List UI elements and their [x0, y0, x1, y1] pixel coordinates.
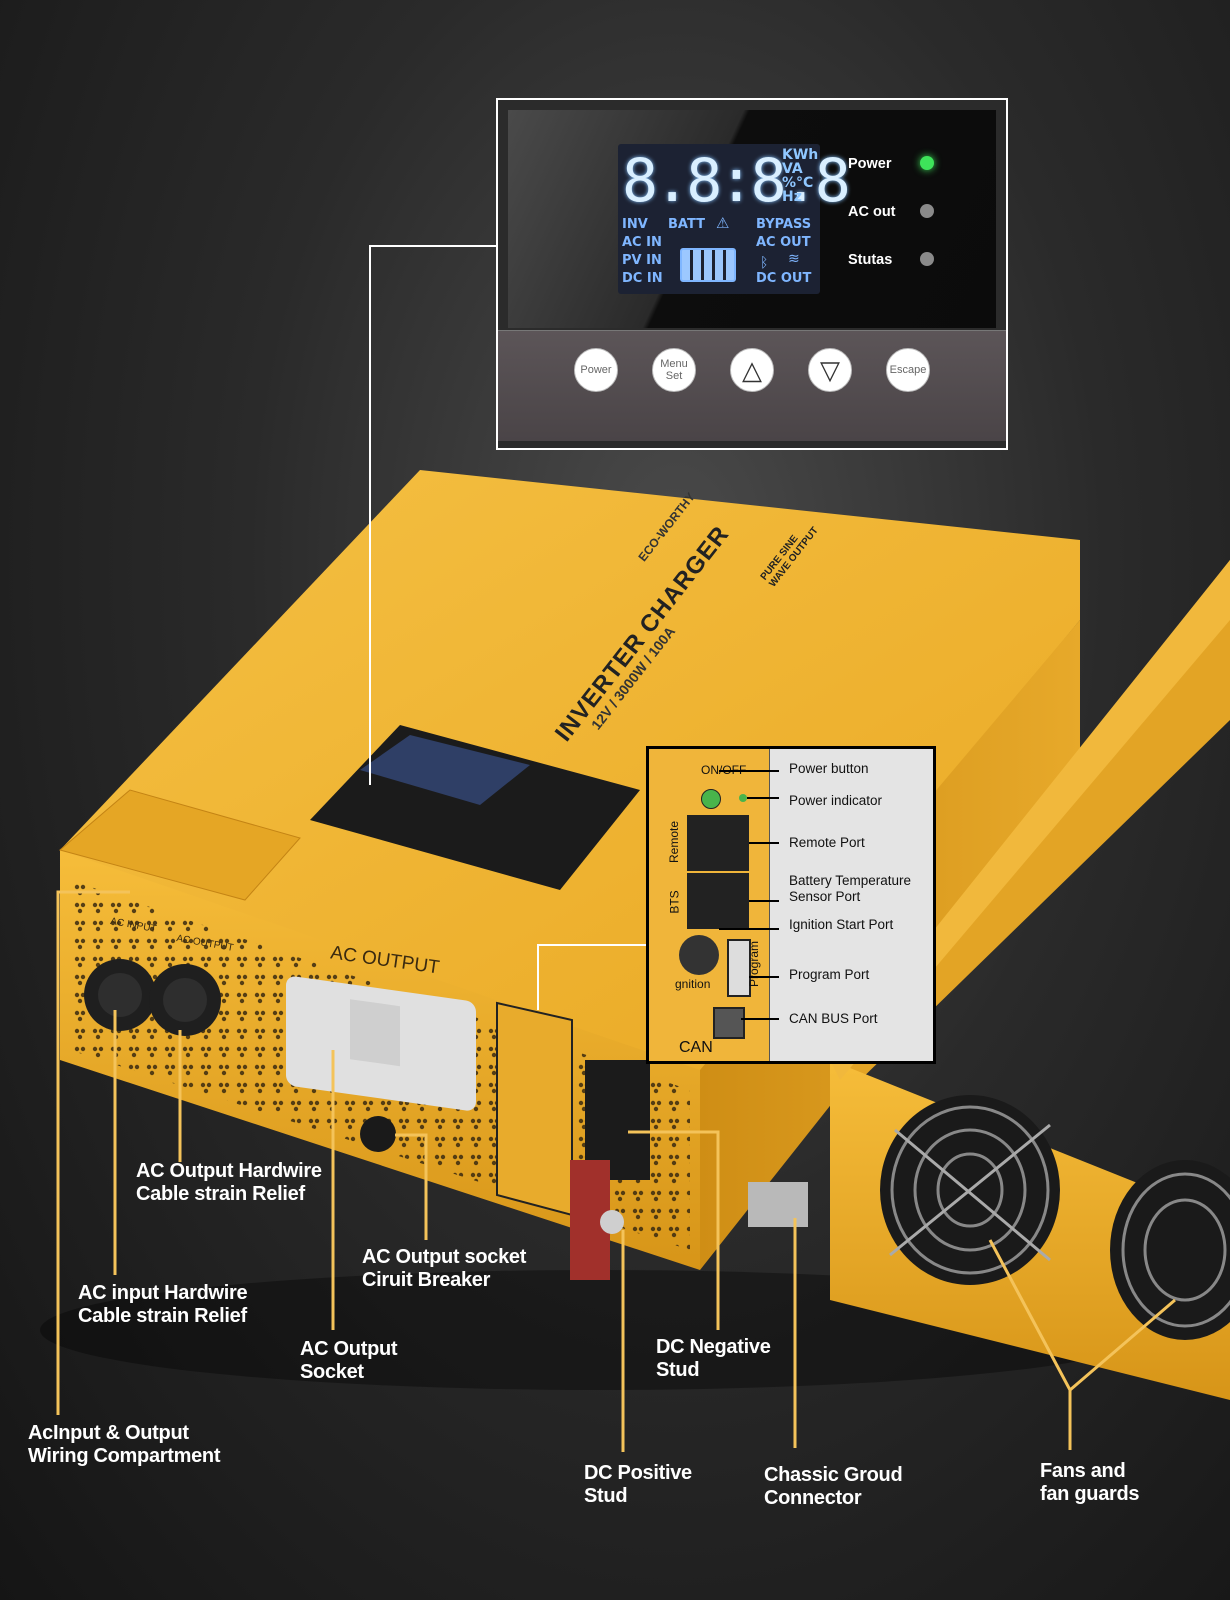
callout-ac-input-strain-relief: AC input Hardwire Cable strain Relief: [78, 1282, 248, 1327]
onoff-button[interactable]: [701, 789, 721, 809]
warning-icon: ⚠: [716, 215, 730, 232]
power-indicator-led: [739, 794, 747, 802]
label-ignition-port: Ignition Start Port: [789, 917, 894, 932]
indicator-ac-out-label: AC out: [848, 204, 896, 220]
ports-face: ON/OFF Remote BTS gnition Program CAN: [649, 749, 770, 1061]
label-power-button: Power button: [789, 761, 869, 776]
lcd-batt: BATT: [668, 217, 705, 232]
fan-2: [1110, 1160, 1230, 1340]
unit-display-screen: [360, 735, 530, 805]
lcd-right-words: BYPASS AC OUT DC OUT: [756, 217, 812, 286]
callout-dc-negative-stud: DC Negative Stud: [656, 1336, 771, 1381]
indicator-power-label: Power: [848, 156, 892, 172]
ports-leader: [537, 944, 646, 1010]
status-led: [920, 252, 934, 266]
chassis-ground-block: [748, 1182, 808, 1227]
callout-ac-output-socket: AC Output Socket: [300, 1338, 398, 1383]
up-button[interactable]: △: [730, 348, 774, 392]
ignition-port: [679, 935, 719, 975]
remote-port: [687, 815, 749, 871]
callout-ac-socket-breaker: AC Output socket Ciruit Breaker: [362, 1246, 527, 1291]
unit-port-panel: [496, 1001, 573, 1217]
ac-out-led: [920, 204, 934, 218]
callout-wiring-compartment: AcInput & Output Wiring Compartment: [28, 1422, 221, 1467]
wiring-compartment-lid: [58, 789, 301, 901]
program-port: [727, 939, 751, 997]
can-text: CAN: [679, 1039, 713, 1056]
wifi-icon: ≋: [788, 250, 800, 266]
down-button[interactable]: ▽: [808, 348, 852, 392]
label-can-port: CAN BUS Port: [789, 1011, 878, 1026]
label-bts-port: Battery Temperature Sensor Port: [789, 873, 912, 904]
callout-fans: Fans and fan guards: [1040, 1460, 1140, 1505]
ignition-text: gnition: [675, 977, 711, 991]
lcd-screen: 8.8:8.8 KWh VA %°C Hz INV AC IN PV IN DC…: [618, 144, 851, 294]
callout-ac-output-strain-relief: AC Output Hardwire Cable strain Relief: [136, 1160, 322, 1205]
ports-leader-lines: [719, 770, 779, 1020]
callout-lines: [56, 890, 1176, 1452]
lcd-units: KWh VA %°C Hz: [782, 147, 819, 205]
display-leader: [369, 245, 496, 785]
label-remote-port: Remote Port: [789, 835, 865, 850]
power-button[interactable]: Power: [574, 348, 618, 392]
fan-1: [880, 1095, 1060, 1285]
indicator-status-label: Stutas: [848, 252, 893, 268]
indicator-status: Stutas: [848, 252, 934, 268]
label-power-indicator: Power indicator: [789, 793, 883, 808]
bluetooth-icon: ᛒ: [760, 254, 769, 270]
dc-positive-stud: [600, 1210, 624, 1234]
bts-port: [687, 873, 749, 929]
escape-button[interactable]: Escape: [886, 348, 930, 392]
indicator-power: Power: [848, 156, 934, 172]
lcd-left-words: INV AC IN PV IN DC IN: [622, 217, 663, 286]
can-port: [713, 1007, 745, 1039]
breaker-knob: [360, 1116, 396, 1152]
display-panel-zoom: 8.8:8.8 KWh VA %°C Hz INV AC IN PV IN DC…: [496, 98, 1008, 450]
menu-set-button[interactable]: Menu Set: [652, 348, 696, 392]
label-program-port: Program Port: [789, 967, 870, 982]
ports-panel-zoom: ON/OFF Remote BTS gnition Program CAN Po…: [646, 746, 936, 1064]
callout-dc-positive-stud: DC Positive Stud: [584, 1462, 692, 1507]
power-led: [920, 156, 934, 170]
lcd-digits: 8.8:8.8: [622, 146, 851, 216]
display-glass: 8.8:8.8 KWh VA %°C Hz INV AC IN PV IN DC…: [508, 110, 996, 328]
battery-icon: [680, 248, 736, 282]
callout-chassis-ground: Chassic Groud Connector: [764, 1464, 903, 1509]
indicator-ac-out: AC out: [848, 204, 934, 220]
